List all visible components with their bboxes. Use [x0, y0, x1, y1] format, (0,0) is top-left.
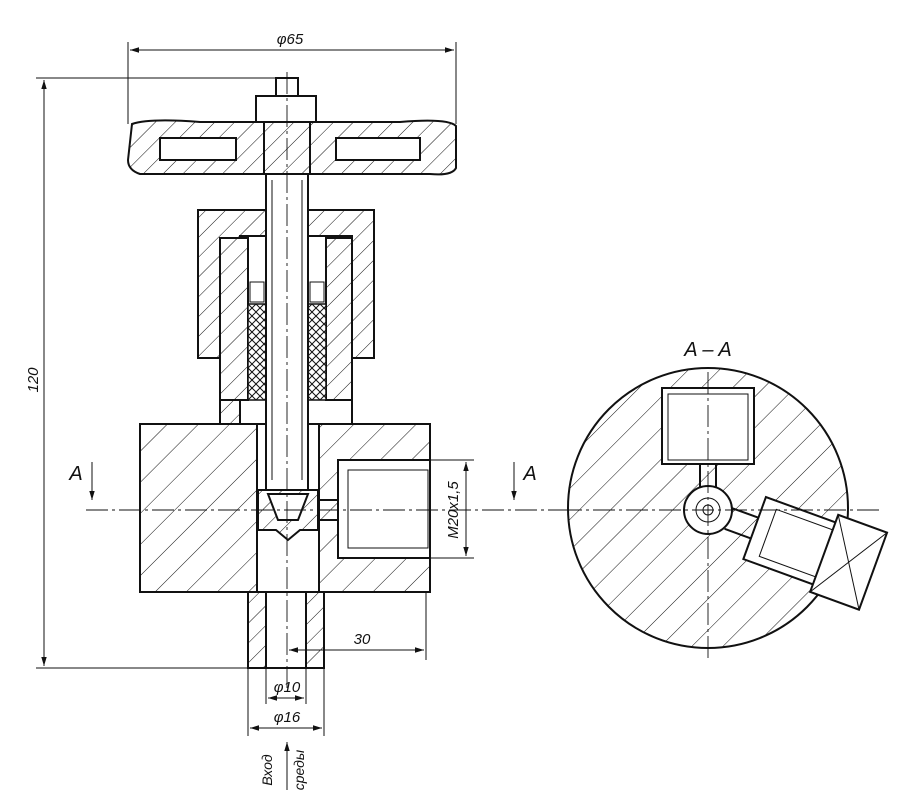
section-marker-right: A [511, 462, 537, 500]
dimension-phi10-label: φ10 [274, 679, 301, 696]
dimension-thread-label: M20x1,5 [445, 481, 462, 539]
section-title: A – A [683, 339, 731, 361]
section-marker-left: A [68, 462, 95, 500]
dimension-thread: M20x1,5 [430, 459, 474, 559]
inlet-spigot [247, 591, 325, 669]
dimension-height-label: 120 [25, 367, 42, 393]
dimension-30-label: 30 [354, 631, 371, 648]
dimension-phi16: φ16 [247, 668, 325, 736]
section-marker-right-label: A [522, 463, 536, 485]
section-view [560, 367, 889, 658]
valve-body-section [139, 423, 431, 593]
inlet-label-line2: среды [291, 749, 307, 790]
dimension-phi65-label: φ65 [277, 31, 304, 48]
section-marker-left-label: A [68, 463, 82, 485]
inlet-label-line1: Вход [259, 754, 275, 786]
dimension-phi10: φ10 [265, 668, 307, 704]
inlet-indicator: Вход среды [259, 742, 307, 790]
dimension-phi16-label: φ16 [274, 709, 301, 726]
dimension-phi65: φ65 [127, 31, 457, 124]
dimension-30: 30 [289, 592, 427, 660]
dimension-height-120: 120 [25, 77, 276, 669]
handwheel [126, 77, 457, 176]
